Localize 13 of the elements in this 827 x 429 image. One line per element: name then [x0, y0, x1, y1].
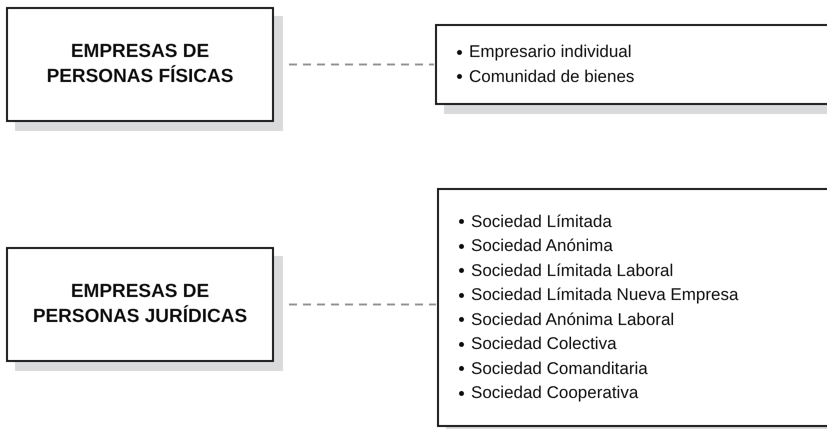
list-item: Sociedad Colectiva [471, 333, 617, 355]
list-item: Comunidad de bienes [469, 66, 634, 88]
list-item: Sociedad Anónima [471, 235, 613, 257]
list-item: Empresario individual [469, 41, 632, 63]
list-item: Sociedad Comanditaria [471, 358, 648, 380]
category-title: EMPRESAS DE PERSONAS JURÍDICAS [32, 280, 248, 328]
list-item: Sociedad Cooperativa [471, 382, 638, 404]
list-item: Sociedad Anónima Laboral [471, 308, 674, 330]
list-box [437, 188, 827, 427]
list-item: Sociedad Límitada [471, 210, 612, 232]
category-title: EMPRESAS DE PERSONAS FÍSICAS [46, 40, 234, 88]
list-item: Sociedad Límitada Laboral [471, 260, 674, 282]
list-item: Sociedad Límitada Nueva Empresa [471, 284, 738, 306]
